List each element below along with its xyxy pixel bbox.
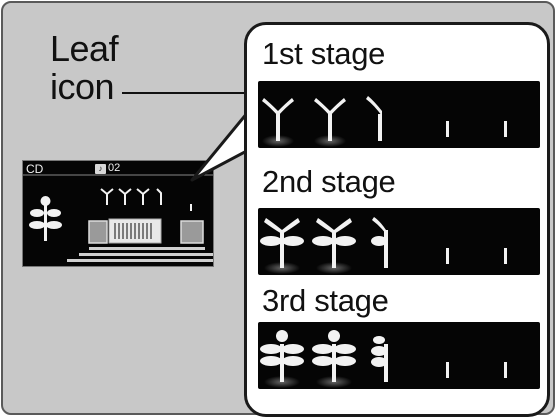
large-plant-icon xyxy=(29,196,62,241)
display-track-number: 02 xyxy=(108,162,121,174)
stage-floor xyxy=(67,247,213,262)
display-source-label: CD xyxy=(26,162,44,176)
stage-1-strip xyxy=(258,81,540,148)
stage-3-title: 3rd stage xyxy=(262,283,389,318)
device-display xyxy=(22,160,214,267)
stem-icon-5 xyxy=(504,362,507,378)
stage-2-strip xyxy=(258,208,540,275)
leaf-icon-label: Leaf icon xyxy=(50,28,119,107)
stem-icon-4 xyxy=(446,121,449,137)
display-graphics xyxy=(23,174,213,262)
stem-icon-4 xyxy=(446,248,449,264)
flower-plant-icon-2 xyxy=(312,330,356,388)
sprout-icon-3 xyxy=(366,96,382,141)
right-speaker xyxy=(180,220,204,244)
sprout-icon-2 xyxy=(314,98,346,147)
leafy-plant-icon-2 xyxy=(312,218,356,274)
callout-pointer xyxy=(190,111,257,182)
flower-plant-icon-1 xyxy=(260,330,304,388)
leaf-icon-label-line1: Leaf xyxy=(50,28,119,69)
stem-icon-4 xyxy=(446,362,449,378)
stem-icon-5 xyxy=(504,121,507,137)
left-speaker xyxy=(88,220,108,244)
sprout-icon-1 xyxy=(262,98,294,147)
stage-1-title: 1st stage xyxy=(262,36,386,71)
stem-icon-5 xyxy=(504,248,507,264)
track-note-icon: ♪ xyxy=(95,164,106,174)
leafy-plant-icon-3 xyxy=(371,217,388,268)
leader-line xyxy=(122,92,260,94)
stage-2-title: 2nd stage xyxy=(262,164,396,199)
stage-3-strip xyxy=(258,322,540,389)
sprout-row-icons xyxy=(100,188,192,211)
leaf-icon-label-line2: icon xyxy=(50,66,115,107)
leafy-plant-icon-1 xyxy=(260,218,304,274)
flower-plant-icon-3 xyxy=(371,336,388,382)
